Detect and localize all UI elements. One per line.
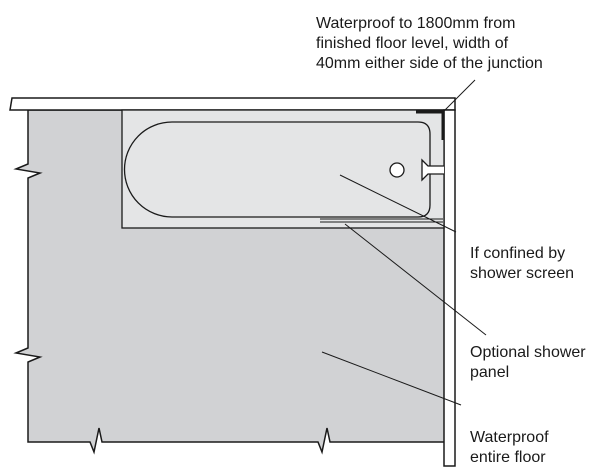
label-line: entire floor [470, 449, 546, 466]
label-line: Waterproof to 1800mm from [316, 15, 515, 32]
top-wall [9, 97, 456, 111]
label-line: panel [470, 364, 509, 381]
label-line: If confined by [470, 245, 565, 262]
leader-shower-screen [339, 174, 457, 233]
label-shower-panel: Optional shower panel [470, 344, 590, 381]
label-line: shower screen [470, 265, 574, 282]
label-entire-floor: Waterproof entire floor [470, 429, 553, 466]
leader-entire-floor [321, 351, 462, 406]
label-line: 40mm either side of the junction [316, 55, 543, 72]
leader-junction [442, 79, 476, 113]
label-line: finished floor level, width of [316, 35, 509, 52]
label-line: Optional shower [470, 344, 586, 361]
tap-icon [421, 158, 444, 182]
label-waterproof-junction: Waterproof to 1800mm from finished floor… [316, 15, 543, 72]
leader-shower-panel [344, 223, 487, 336]
label-line: Waterproof [470, 429, 549, 446]
right-wall [443, 109, 456, 467]
bath-tub [123, 121, 431, 218]
label-shower-screen: If confined by shower screen [470, 245, 574, 282]
drain-icon [389, 162, 405, 178]
